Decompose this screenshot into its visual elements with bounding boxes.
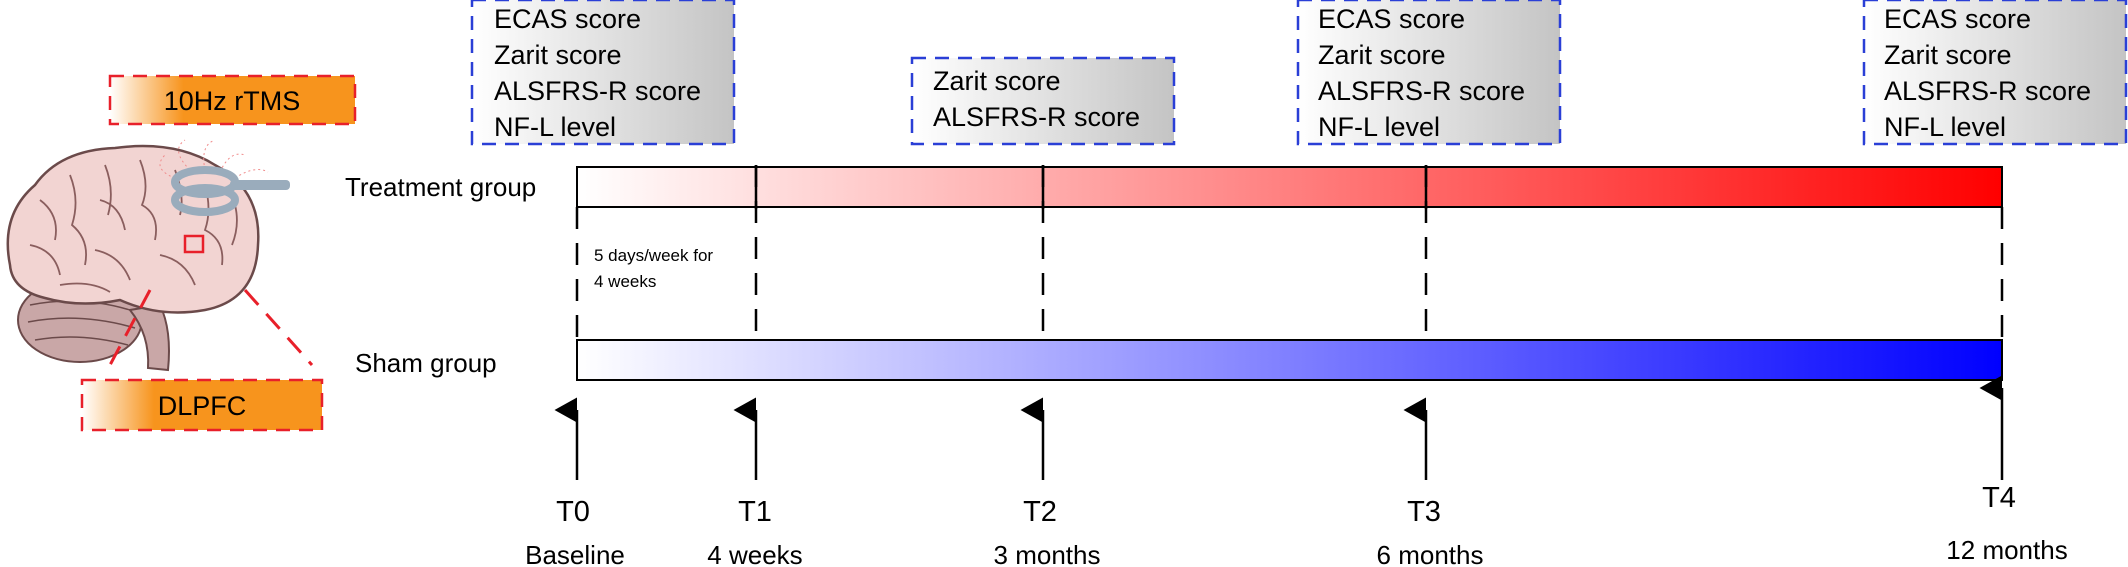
timepoint-arrows <box>554 375 2004 480</box>
assessment-t3-item4: NF-L level <box>1318 112 1440 142</box>
assessment-box-t0: ECAS score Zarit score ALSFRS-R score NF… <box>470 0 736 146</box>
tms-coil-icon <box>171 166 290 216</box>
assessment-t0-item4: NF-L level <box>494 112 616 142</box>
timepoint-labels: Baseline 4 weeks 3 months 6 months 12 mo… <box>525 535 2068 567</box>
timepoint-id-t2: T2 <box>1023 496 1057 528</box>
assessment-t3-item1: ECAS score <box>1318 4 1465 34</box>
assessment-t3-item2: Zarit score <box>1318 40 1446 70</box>
timepoint-guides <box>575 165 2004 340</box>
assessment-t4-item1: ECAS score <box>1884 4 2031 34</box>
sham-group-bar <box>576 339 2003 381</box>
timepoint-ids: T0 T1 T2 T3 T4 <box>556 482 2016 528</box>
treatment-group-label: Treatment group <box>345 172 536 202</box>
timepoint-label-t0: Baseline <box>525 540 625 567</box>
timepoint-label-t4: 12 months <box>1946 535 2067 565</box>
timepoint-id-t0: T0 <box>556 496 590 528</box>
treatment-group-bar <box>576 166 2003 208</box>
brain-illustration <box>6 139 314 372</box>
assessment-t0-item2: Zarit score <box>494 40 622 70</box>
assessment-t2-item2: ALSFRS-R score <box>933 102 1140 132</box>
timepoint-id-t1: T1 <box>738 496 772 528</box>
timepoint-label-t3: 6 months <box>1377 540 1484 567</box>
assessment-t0-item1: ECAS score <box>494 4 641 34</box>
timepoint-id-t3: T3 <box>1407 496 1441 528</box>
target-label: DLPFC <box>158 391 247 421</box>
assessment-t4-item2: Zarit score <box>1884 40 2012 70</box>
assessment-t0-item3: ALSFRS-R score <box>494 76 701 106</box>
stimulation-label: 10Hz rTMS <box>164 86 301 116</box>
sham-group-label: Sham group <box>355 348 497 378</box>
dosing-note-line2: 4 weeks <box>594 272 656 291</box>
assessment-box-t3: ECAS score Zarit score ALSFRS-R score NF… <box>1296 0 1562 146</box>
timepoint-id-t4: T4 <box>1982 482 2016 514</box>
stimulation-label-box: 10Hz rTMS <box>108 74 357 126</box>
target-label-box: DLPFC <box>80 378 324 432</box>
assessment-t4-item4: NF-L level <box>1884 112 2006 142</box>
timepoint-label-t2: 3 months <box>994 540 1101 567</box>
assessment-t4-item3: ALSFRS-R score <box>1884 76 2091 106</box>
magnetic-field-lines <box>159 139 269 181</box>
dlpfc-target-marker <box>183 234 205 254</box>
assessment-box-t4: ECAS score Zarit score ALSFRS-R score NF… <box>1862 0 2128 146</box>
assessment-t3-item3: ALSFRS-R score <box>1318 76 1525 106</box>
timepoint-label-t1: 4 weeks <box>707 540 802 567</box>
assessment-t2-item1: Zarit score <box>933 66 1061 96</box>
assessment-box-t2: Zarit score ALSFRS-R score <box>910 56 1176 146</box>
dosing-note-line1: 5 days/week for <box>594 246 713 265</box>
treatment-bar-ticks <box>754 165 1428 209</box>
